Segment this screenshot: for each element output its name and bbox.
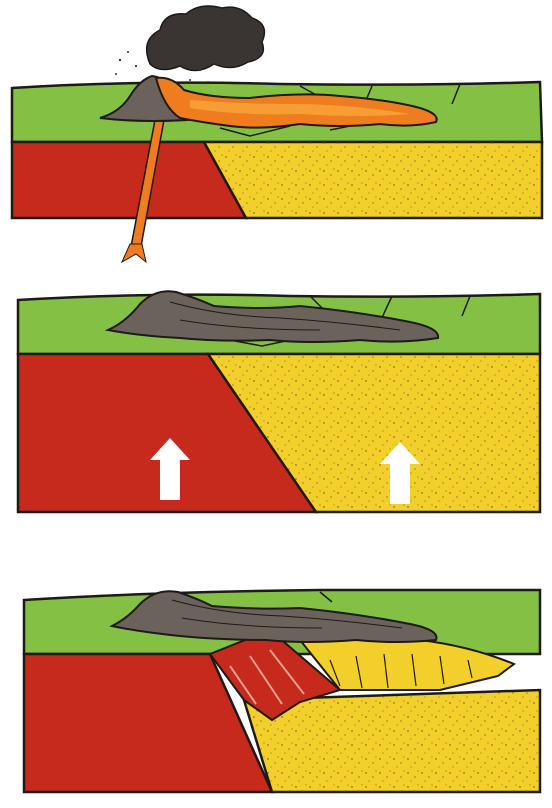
conduit-tip <box>122 244 146 262</box>
panel-3 <box>24 590 540 792</box>
ash-cloud <box>147 6 265 71</box>
panel-1 <box>12 6 542 262</box>
panel-2 <box>18 291 540 512</box>
